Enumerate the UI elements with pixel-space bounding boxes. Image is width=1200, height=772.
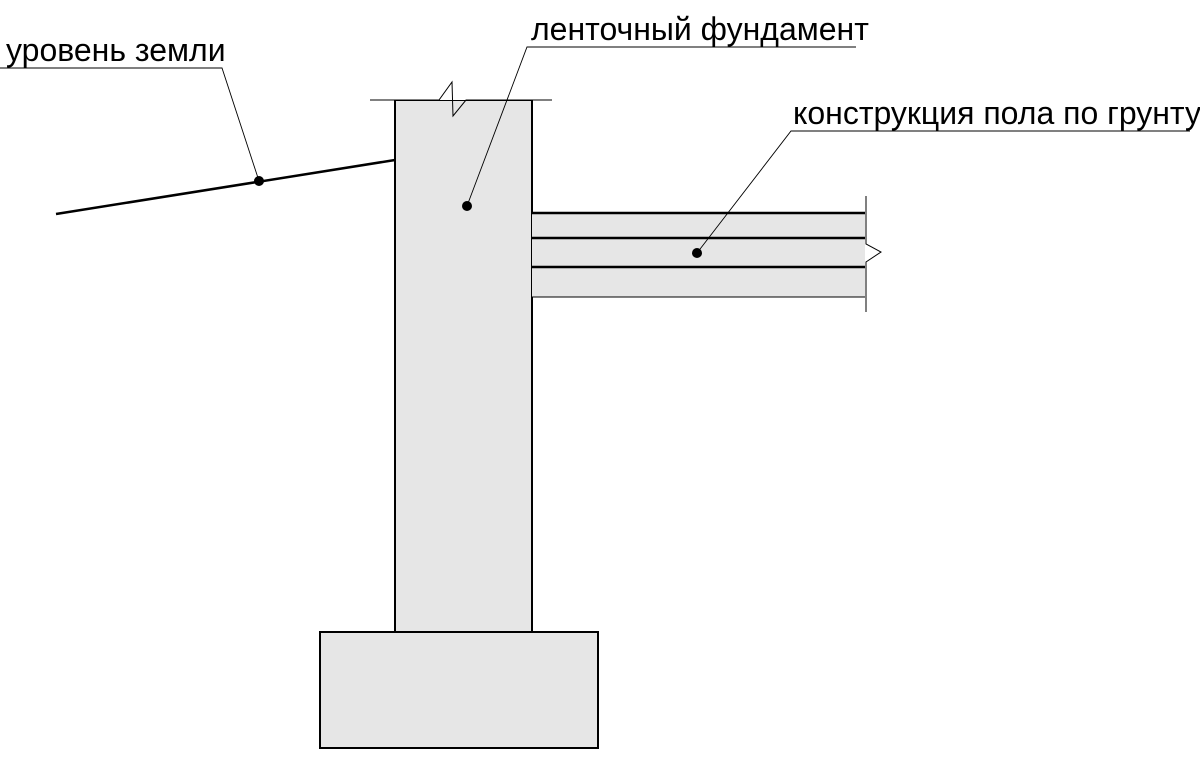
floor-break-line (865, 196, 882, 312)
foundation-footing (319, 631, 599, 749)
leader-dot (692, 248, 702, 258)
label-ground-level: уровень земли (6, 32, 226, 68)
label-strip-foundation: ленточный фундамент (531, 11, 869, 47)
floor-construction (532, 196, 882, 312)
wall-break-line (370, 80, 552, 118)
leader-strip-foundation (462, 46, 856, 211)
foundation-wall (394, 99, 533, 633)
label-floor-on-ground: конструкция пола по грунту (793, 95, 1200, 131)
leader-ground-level (0, 67, 264, 186)
ground-level-line (55, 158, 396, 216)
leader-dot (462, 201, 472, 211)
leader-dot (254, 176, 264, 186)
leader-floor-construction (692, 130, 1190, 258)
